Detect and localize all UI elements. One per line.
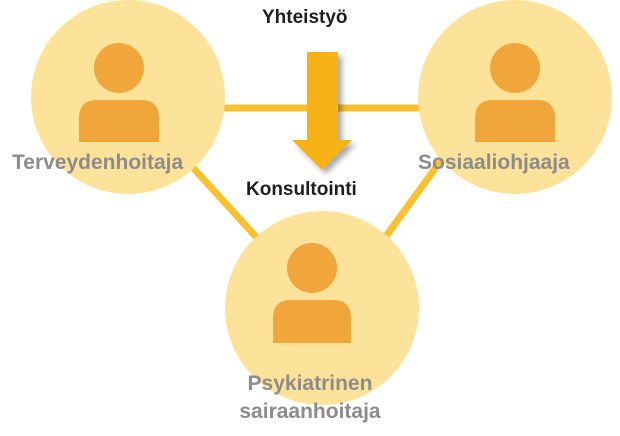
person-icon [79, 43, 159, 142]
down-arrow-icon [292, 52, 352, 170]
node-label-terveydenhoitaja: Terveydenhoitaja [12, 151, 184, 174]
person-icon [475, 43, 555, 142]
connector-right [373, 145, 453, 253]
node-label-line: Psykiatrinen [247, 372, 373, 395]
relation-label-yhteistyo: Yhteistyö [262, 7, 348, 28]
person-icon [273, 243, 351, 343]
node-label-psykiatrinen-sairaanhoitaja: Psykiatrinen sairaanhoitaja [180, 370, 440, 427]
node-label-sosiaaliohjaaja: Sosiaaliohjaaja [418, 151, 570, 174]
node-label-line: sairaanhoitaja [239, 400, 381, 424]
node-circle-sosiaaliohjaaja [418, 0, 612, 194]
node-circle-terveydenhoitaja [31, 0, 225, 194]
relation-label-konsultointi: Konsultointi [246, 179, 357, 200]
